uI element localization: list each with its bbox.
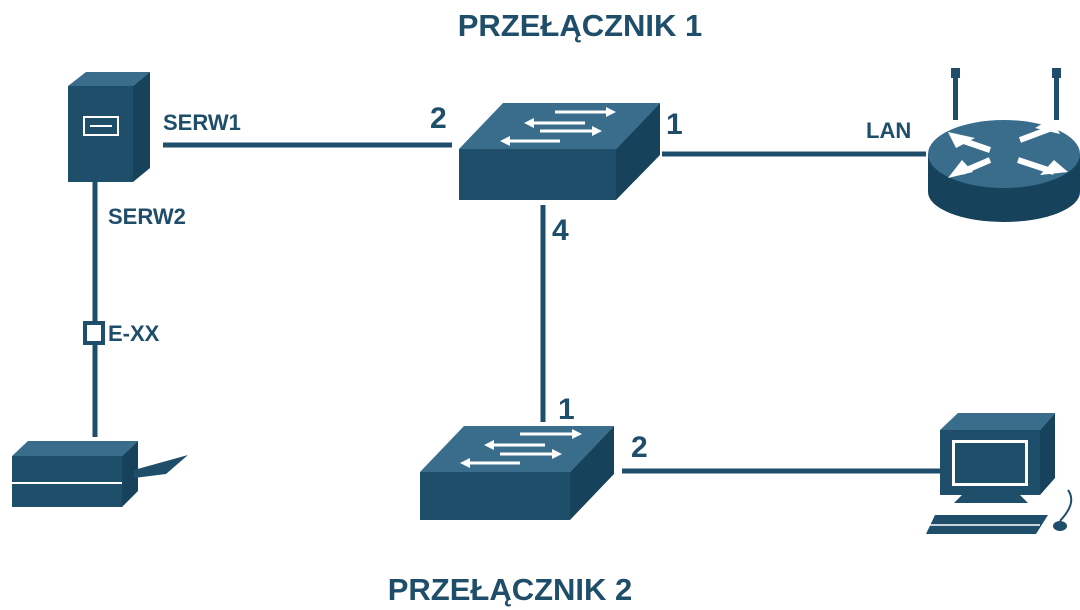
connections xyxy=(92,142,940,474)
lan-label: LAN xyxy=(866,118,911,143)
server-icon xyxy=(68,72,150,182)
switch2-icon xyxy=(420,426,614,520)
switch2-title: PRZEŁĄCZNIK 2 xyxy=(388,572,633,607)
serw2-label: SERW2 xyxy=(108,204,186,229)
exx-label: E-XX xyxy=(108,321,160,346)
port-sw2-sw1: 1 xyxy=(558,393,575,426)
serw1-label: SERW1 xyxy=(163,110,241,135)
wall-outlet-icon xyxy=(83,321,105,345)
port-sw1-sw2: 4 xyxy=(552,214,569,247)
switch1-icon xyxy=(459,103,660,200)
router-icon xyxy=(928,68,1080,222)
port-sw2-pc: 2 xyxy=(631,431,648,464)
switch1-title: PRZEŁĄCZNIK 1 xyxy=(458,8,703,43)
port-sw1-router: 1 xyxy=(666,108,683,141)
port-sw1-server: 2 xyxy=(430,102,447,135)
computer-icon xyxy=(926,413,1073,534)
printer-icon xyxy=(12,441,188,507)
